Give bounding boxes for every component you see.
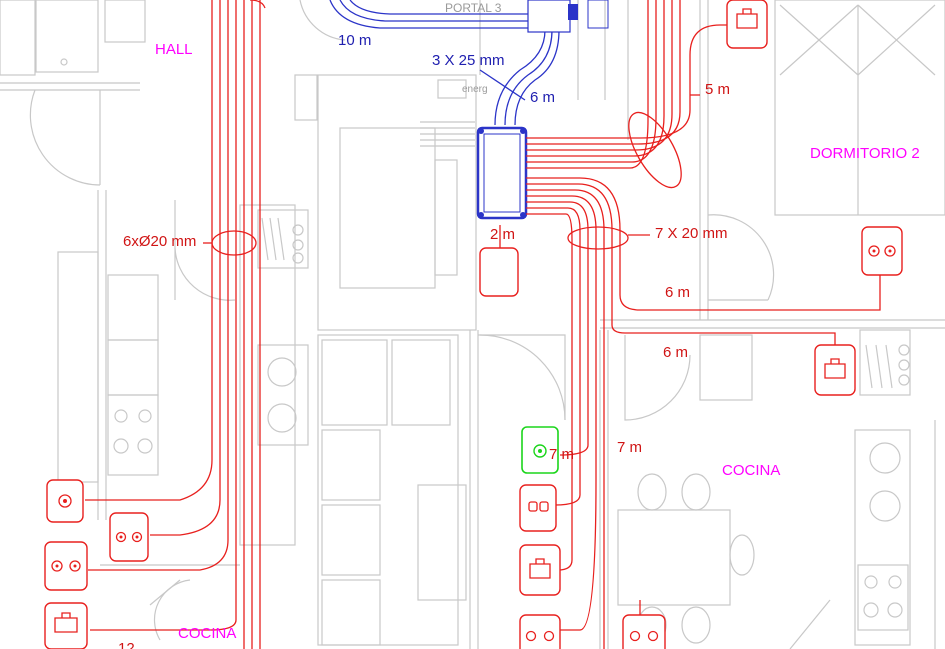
blue-length-10m: 10 m <box>338 32 371 49</box>
double-socket-icon <box>44 541 88 591</box>
double-socket-icon <box>109 512 149 562</box>
double-socket-icon <box>622 614 666 649</box>
red-conduits <box>85 0 881 649</box>
double-socket-icon <box>861 226 903 276</box>
junction-box-blue <box>476 126 528 220</box>
energ-label: energ <box>462 84 488 95</box>
data-outlet-icon <box>726 0 768 49</box>
socket-icon <box>46 479 84 523</box>
room-label-dormitorio-2: DORMITORIO 2 <box>810 145 920 162</box>
blue-conduits <box>329 0 609 220</box>
length-6m-a: 6 m <box>665 284 690 301</box>
room-label-cocina-bottom: COCINA <box>178 625 236 642</box>
length-6m-b: 6 m <box>663 344 688 361</box>
portal-label: PORTAL 3 <box>445 1 502 15</box>
blue-tube-3x25: 3 X 25 mm <box>432 52 505 69</box>
tube-label-7x20: 7 X 20 mm <box>655 225 728 242</box>
tv-outlet-icon <box>519 484 557 532</box>
green-outlet-icon <box>521 426 559 474</box>
length-5m: 5 m <box>705 81 730 98</box>
outlets <box>44 0 903 649</box>
tube-label-6x20: 6xØ20 mm <box>123 233 196 250</box>
data-outlet-icon <box>44 602 88 649</box>
length-cut-label: 12 <box>118 640 135 649</box>
length-2m: 2 m <box>490 226 515 243</box>
double-socket-icon <box>519 614 561 649</box>
length-7m-a: 7 m <box>549 446 574 463</box>
room-label-hall: HALL <box>155 41 193 58</box>
labels: HALL DORMITORIO 2 COCINA COCINA PORTAL 3… <box>118 1 920 649</box>
data-outlet-icon <box>519 544 561 596</box>
blue-length-6m: 6 m <box>530 89 555 106</box>
length-7m-b: 7 m <box>617 439 642 456</box>
data-outlet-icon <box>814 344 856 396</box>
room-label-cocina-right: COCINA <box>722 462 780 479</box>
